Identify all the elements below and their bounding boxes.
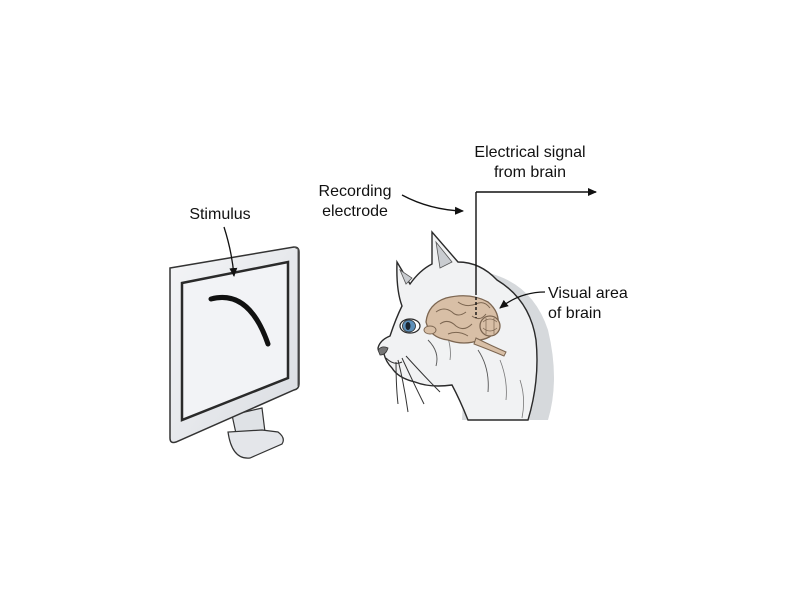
stimulus-label-text: Stimulus — [189, 206, 251, 223]
electrical-signal-line-2: from brain — [493, 164, 567, 181]
cat-eye — [399, 318, 421, 334]
cat-whiskers — [395, 355, 441, 413]
visual-area-line-2: of brain — [548, 305, 602, 322]
stimulus-label: Stimulus — [170, 205, 270, 225]
cat-ear-inner — [435, 240, 453, 269]
electrical-signal-line-1: Electrical signal — [474, 144, 586, 161]
recording-electrode-line-1: Recording — [318, 183, 392, 200]
cat-ear-inner-back — [399, 268, 413, 285]
stimulus-arrow — [223, 226, 238, 277]
recording-arrow — [401, 194, 464, 215]
recording-electrode-label: Recording electrode — [300, 182, 410, 222]
visual-area — [479, 315, 501, 337]
cat-nose — [377, 346, 389, 356]
monitor-screen — [180, 260, 290, 422]
brain-folds — [435, 301, 491, 337]
visual-area-label: Visual area of brain — [548, 284, 628, 324]
stimulus-bar — [208, 295, 271, 347]
recording-electrode-line-2: electrode — [322, 203, 388, 220]
visual-area-arrow — [499, 291, 546, 309]
visual-area-line-1: Visual area — [548, 285, 628, 302]
monitor-icon — [169, 246, 300, 459]
brain-icon — [423, 295, 507, 357]
monitor-base — [227, 429, 284, 459]
electrical-signal-label: Electrical signal from brain — [455, 143, 605, 183]
